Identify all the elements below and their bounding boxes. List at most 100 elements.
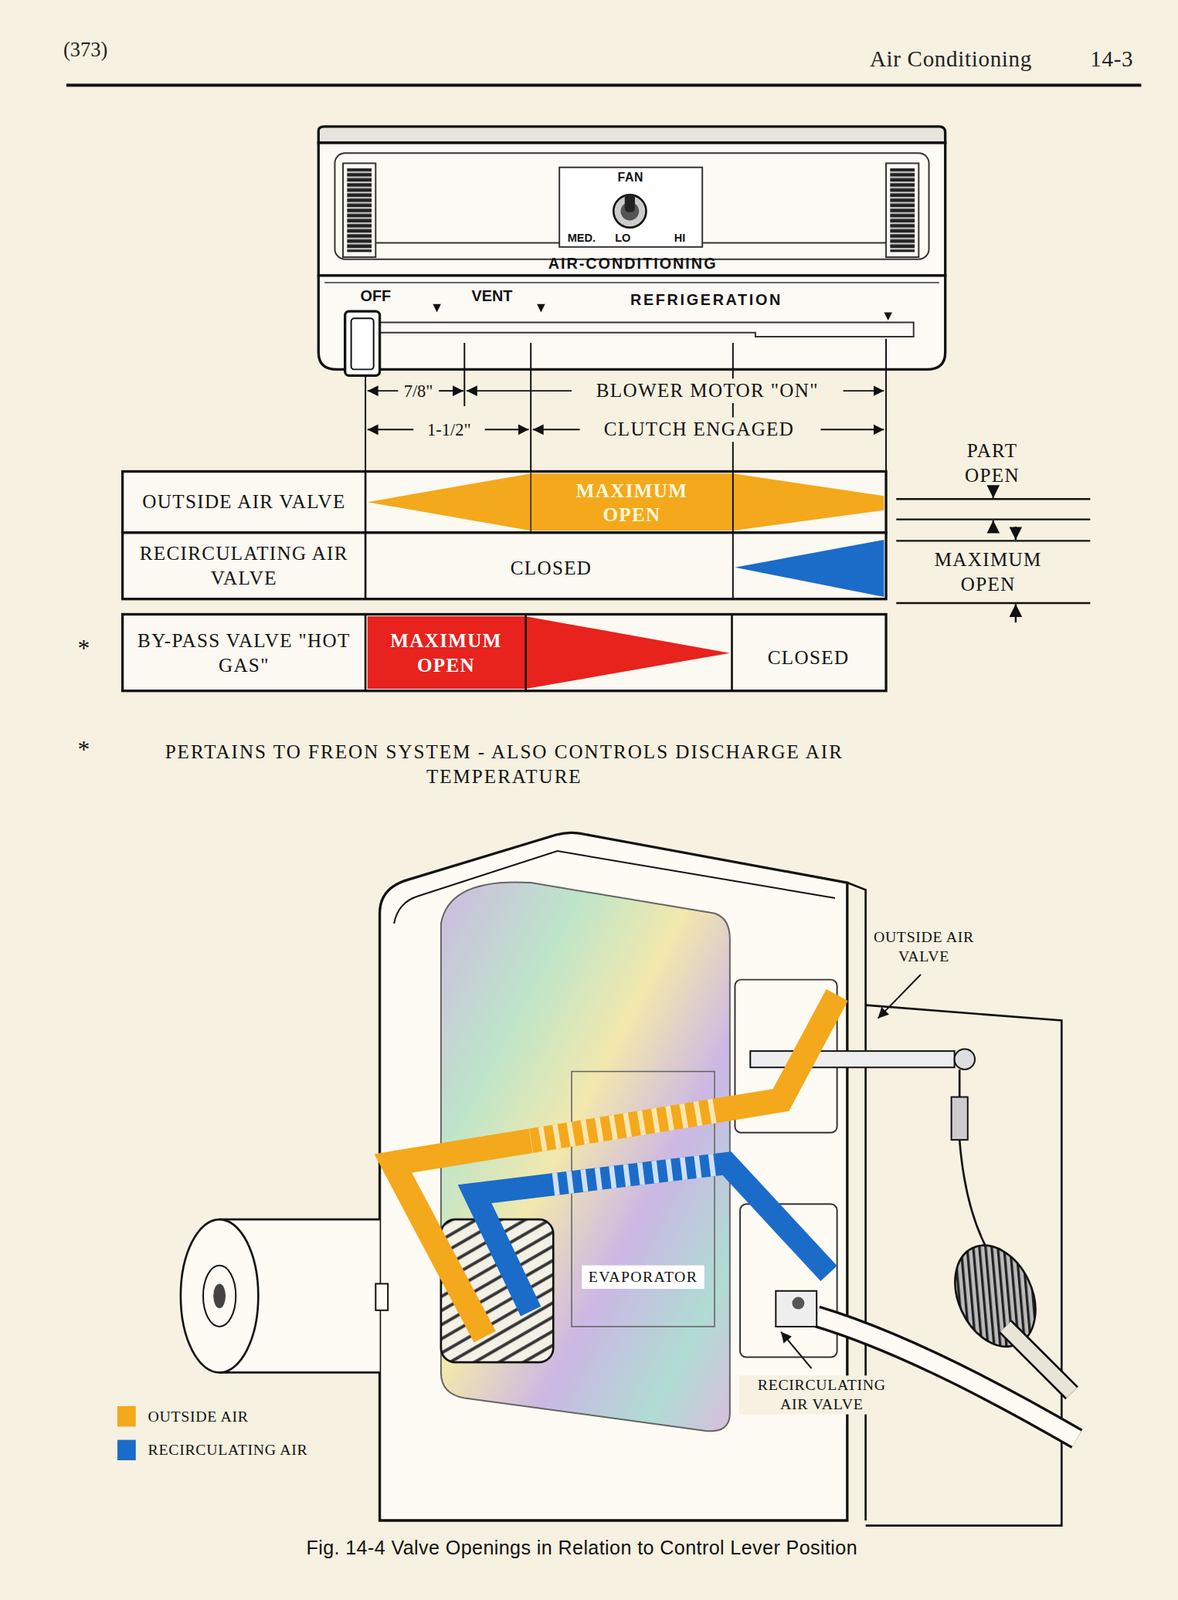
legend-swatch [117, 1440, 136, 1461]
evaporator-unit [847, 882, 866, 1521]
panel-label: HI [674, 231, 686, 246]
opening-scale [896, 518, 1090, 520]
control-panel [346, 322, 914, 338]
air-flow [551, 1164, 715, 1185]
lever-position: OFF [359, 286, 391, 306]
control-panel [432, 304, 442, 313]
control-panel [375, 242, 560, 245]
control-panel [883, 312, 893, 321]
dimension-lines [532, 428, 581, 431]
part-label: OUTSIDE AIR VALVE [869, 927, 980, 967]
dimension-lines [485, 428, 530, 431]
dimension: 7/8" [399, 380, 437, 402]
leader-line [780, 974, 921, 1369]
evaporator-unit [951, 1097, 968, 1141]
evaporator-unit [954, 1048, 975, 1070]
table-cell: CLOSED [767, 646, 850, 671]
table-cell: CLOSED [510, 556, 593, 581]
control-panel [334, 152, 929, 259]
evaporator-unit [775, 1291, 817, 1328]
header-rule [66, 83, 1142, 87]
opening-scale [992, 489, 995, 499]
component-name: EVAPORATOR [588, 1268, 698, 1286]
opening-scale [896, 602, 1090, 605]
dimension-lines [885, 339, 887, 472]
control-panel [351, 318, 374, 370]
valve-table [730, 614, 734, 692]
control-panel [324, 281, 940, 284]
valve-table [526, 616, 730, 690]
running-head: 14-3 [1089, 44, 1134, 73]
dimension: 1-1/2" [423, 418, 476, 441]
panel-label: FAN [617, 169, 645, 186]
page-number: (373) [63, 36, 108, 62]
evaporator-unit [958, 1069, 961, 1098]
dimension-lines [529, 342, 532, 472]
valve-table [122, 471, 887, 533]
valve-table [734, 539, 884, 598]
air-flow [393, 994, 838, 1338]
opening-scale [896, 498, 1090, 500]
valve-table [122, 532, 887, 600]
valve-table [364, 614, 367, 692]
component-label-box: EVAPORATOR [581, 1265, 706, 1289]
air-flow [393, 994, 838, 1338]
dimension: BLOWER MOTOR "ON" [591, 378, 823, 403]
legend-text: OUTSIDE AIR [148, 1407, 249, 1427]
control-panel [624, 193, 635, 213]
table-cell: BY-PASS VALVE "HOT GAS" [134, 628, 354, 678]
control-panel [536, 304, 546, 313]
running-head: Air Conditioning [869, 44, 1033, 73]
control-panel [318, 126, 945, 143]
dimension-lines [367, 390, 399, 392]
valve-table [367, 473, 885, 531]
dimension-lines [820, 428, 884, 431]
control-panel [559, 167, 703, 248]
footnote-mark: * [77, 733, 90, 765]
table-cell: RECIRCULATING AIR VALVE [134, 542, 354, 591]
part-label: RECIRCULATING AIR VALVE [738, 1375, 905, 1415]
leader-line [780, 1332, 812, 1370]
valve-table [732, 471, 734, 600]
figure-caption: Fig. 14-4 Valve Openings in Relation to … [305, 1536, 858, 1561]
opening-scale [896, 489, 1090, 623]
dimension-lines [843, 390, 885, 392]
lever-position: REFRIGERATION [630, 290, 783, 310]
evaporator-unit [203, 1266, 236, 1328]
dimension-lines [438, 390, 464, 392]
dimension-lines [732, 342, 734, 472]
valve-table [364, 471, 367, 600]
evaporator-unit [750, 1051, 954, 1068]
valve-table [122, 471, 887, 692]
evaporator-unit [180, 832, 1077, 1526]
scale-label: PART OPEN [940, 438, 1043, 488]
footnote-mark: * [77, 632, 90, 664]
panel-label: LO [614, 231, 631, 246]
opening-scale [992, 520, 995, 533]
evaporator-unit [180, 1219, 259, 1373]
evaporator-unit [791, 1297, 805, 1311]
air-flow [530, 1111, 715, 1142]
evaporator-unit [939, 1232, 1051, 1361]
control-panel [346, 168, 372, 252]
evaporator-unit [865, 1005, 1063, 1527]
dimension-lines [365, 339, 887, 472]
leader-line [877, 974, 921, 1019]
control-panel [886, 162, 919, 258]
table-cell: OUTSIDE AIR VALVE [142, 489, 346, 514]
opening-scale [1015, 604, 1017, 623]
dimension-lines [466, 390, 572, 392]
panel-label: AIR-CONDITIONING [548, 253, 718, 273]
air-flow [474, 1163, 829, 1312]
dimension-lines [364, 375, 367, 472]
dimension-lines [367, 428, 414, 431]
evaporator-unit [380, 832, 848, 1521]
table-cell: MAXIMUM OPEN [555, 478, 709, 528]
evaporator-unit [213, 1283, 226, 1309]
control-panel [318, 275, 945, 371]
opening-scale [896, 539, 1090, 542]
valve-table [524, 614, 527, 692]
lever-position: VENT [471, 286, 513, 306]
valve-table [367, 616, 527, 690]
